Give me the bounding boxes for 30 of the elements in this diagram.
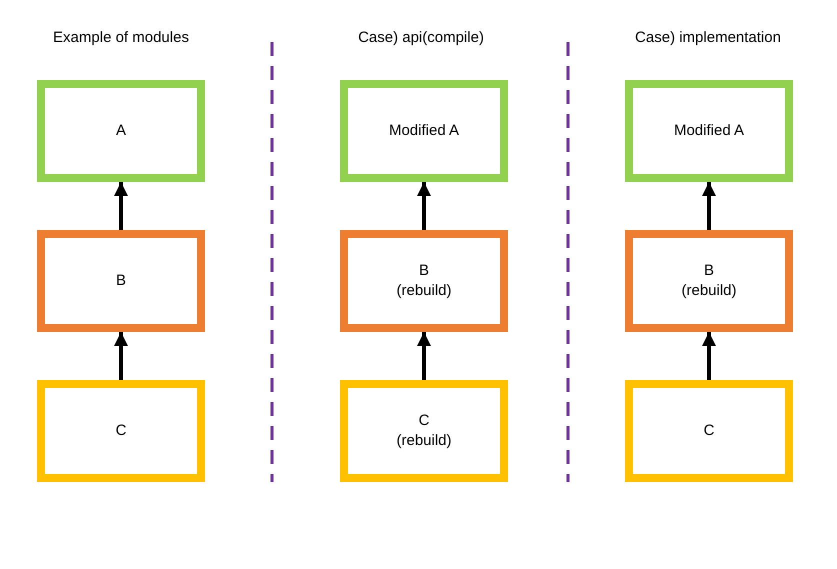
module-label: (rebuild) [396, 281, 452, 301]
module-box [37, 80, 205, 182]
module-box [340, 80, 508, 182]
module-label: C [418, 411, 430, 431]
module-label: C [116, 421, 126, 441]
module-label: B [418, 261, 429, 281]
module-box [37, 230, 205, 332]
module-label: (rebuild) [396, 431, 452, 451]
module-box [625, 380, 793, 482]
column-heading: Case) api(compile) [358, 29, 484, 46]
module-label: B [704, 261, 714, 281]
module-label: C [704, 421, 714, 441]
module-label: (rebuild) [681, 281, 737, 301]
arrow [702, 332, 716, 380]
module-box [340, 230, 508, 332]
column-heading: Case) implementation [635, 29, 781, 46]
module-box [625, 230, 793, 332]
arrow [114, 332, 128, 380]
module-box [625, 80, 793, 182]
module-box [37, 380, 205, 482]
module-label: B [116, 271, 126, 291]
column-heading: Example of modules [53, 29, 189, 46]
arrow [417, 332, 431, 380]
module-box [340, 380, 508, 482]
module-label: Modified A [674, 121, 744, 141]
module-label: Modified A [388, 121, 460, 141]
arrow [417, 182, 431, 230]
module-label: A [116, 121, 126, 141]
arrow [114, 182, 128, 230]
arrow [702, 182, 716, 230]
